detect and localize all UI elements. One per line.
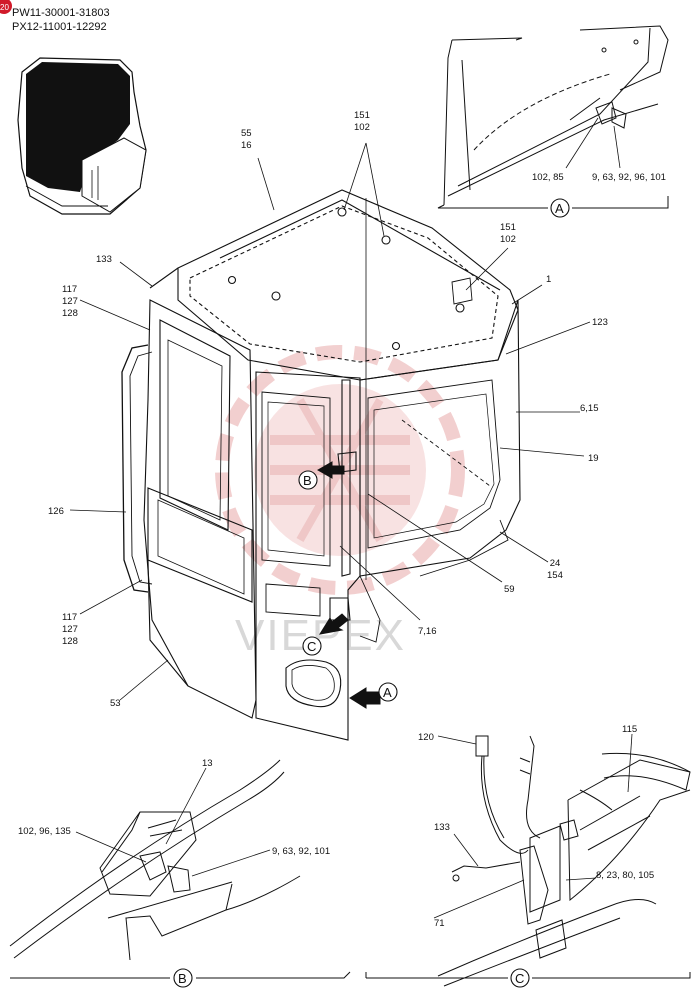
header-serial-range-2: PX12-11001-12292: [12, 21, 107, 33]
callout-59: 59: [504, 584, 515, 595]
callout-71: 71: [434, 918, 445, 929]
callout-133-detail: 133: [434, 822, 450, 833]
detail-b-leaders: [75, 767, 271, 877]
callout-7-16: 7,16: [418, 626, 437, 637]
corner-badge: 20: [0, 0, 12, 14]
callout-6-15: 6,15: [580, 403, 599, 414]
arrow-a-letter: A: [383, 685, 392, 700]
callout-115: 115: [622, 724, 637, 735]
callout-123: 123: [592, 317, 608, 328]
detail-b-frame: [10, 971, 351, 979]
cab-assembly-drawing: [121, 189, 521, 741]
header-serial-range-1: PW11-30001-31803: [12, 7, 110, 19]
leader-lines: [69, 142, 591, 701]
watermark-text: VIEPEX: [235, 611, 406, 660]
detail-a-drawing: [437, 25, 669, 209]
machine-thumbnail-icon: [17, 57, 147, 215]
callout-13: 13: [202, 758, 213, 769]
arrow-a-icon: [349, 687, 381, 709]
detail-c-drawing: [437, 735, 691, 987]
callout-133-left: 133: [96, 254, 112, 265]
callout-102-85: 102, 85: [532, 172, 564, 183]
arrow-letter-markers: [298, 470, 398, 702]
callout-1: 1: [546, 274, 551, 285]
detail-b-marker: [173, 968, 193, 988]
detail-a-marker: [550, 198, 570, 218]
detail-c-letter: C: [515, 971, 524, 986]
detail-b-letter: B: [178, 971, 187, 986]
detail-c-marker: [510, 968, 530, 988]
detail-arrows: [316, 461, 381, 709]
callout-53: 53: [110, 698, 121, 709]
detail-a-leaders: [565, 117, 621, 169]
arrow-b-letter: B: [303, 473, 312, 488]
callout-102-96-135: 102, 96, 135: [18, 826, 71, 837]
corner-badge-text: 20: [0, 3, 9, 12]
arrow-c-icon: [318, 613, 349, 635]
detail-a-letter: A: [555, 201, 564, 216]
arrow-b-icon: [316, 461, 345, 479]
callout-126: 126: [48, 506, 64, 517]
detail-b-drawing: [9, 759, 301, 961]
callout-9-63-92-101: 9, 63, 92, 101: [272, 846, 330, 857]
callout-120: 120: [418, 732, 434, 743]
detail-c-leaders: [433, 733, 633, 919]
callout-8-23-80-105: 8, 23, 80, 105: [596, 870, 654, 881]
callout-9-63-92-96-101: 9, 63, 92, 96, 101: [592, 172, 666, 183]
arrow-c-letter: C: [307, 639, 316, 654]
callout-19: 19: [588, 453, 599, 464]
detail-c-frame: [365, 972, 691, 979]
